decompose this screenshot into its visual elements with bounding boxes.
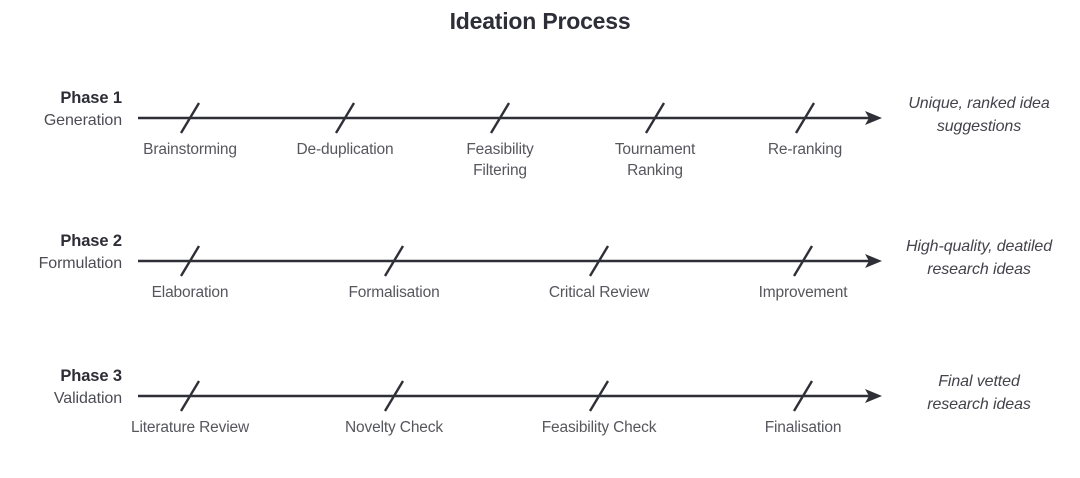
step-label: De-duplication <box>260 140 430 161</box>
step-label: Formalisation <box>309 283 479 304</box>
step-label-line1: Feasibility <box>466 141 534 158</box>
step-label: Literature Review <box>105 418 275 439</box>
step-label-line1: Brainstorming <box>143 141 237 158</box>
axis-tick-4 <box>792 245 814 277</box>
step-label-line1: Formalisation <box>348 284 440 301</box>
phase-label-1: Phase 1 Generation <box>0 88 122 131</box>
step-label: Re-ranking <box>720 140 890 161</box>
axis-tick-2 <box>383 245 405 277</box>
phase-output-text: Unique, ranked idea suggestions <box>880 93 1078 138</box>
phase-subtitle: Formulation <box>38 254 122 272</box>
axis-tick-3 <box>489 102 511 134</box>
step-label-line1: Elaboration <box>151 284 229 301</box>
axis-tick-1 <box>179 245 201 277</box>
phase-output-text: High-quality, deatiled research ideas <box>880 236 1078 281</box>
step-label-line1: Re-ranking <box>767 141 843 158</box>
step-label: Novelty Check <box>309 418 479 439</box>
step-label-line1: Novelty Check <box>345 419 443 436</box>
page-title: Ideation Process <box>449 8 631 34</box>
step-label: Feasibility Check <box>514 418 684 439</box>
axis-tick-4 <box>644 102 666 134</box>
axis-tick-3 <box>588 245 610 277</box>
phase-subtitle: Generation <box>43 111 122 129</box>
step-label-line1: De-duplication <box>296 141 394 158</box>
phase-output-text: Final vetted research ideas <box>880 371 1078 416</box>
step-label-line2: Filtering <box>473 161 527 179</box>
axis-tick-4 <box>792 380 814 412</box>
output-line1: Final vetted <box>938 373 1020 390</box>
output-line2: suggestions <box>936 117 1022 135</box>
axis-tick-5 <box>794 102 816 134</box>
axis-tick-1 <box>179 102 201 134</box>
step-label: Critical Review <box>514 283 684 304</box>
phase-subtitle: Validation <box>53 389 122 407</box>
step-label-line1: Literature Review <box>130 419 250 436</box>
phase-label-3: Phase 3 Validation <box>0 366 122 409</box>
axis-tick-3 <box>588 380 610 412</box>
phase-label-2: Phase 2 Formulation <box>0 231 122 274</box>
output-line2: research ideas <box>927 395 1031 413</box>
step-label: Finalisation <box>718 418 888 439</box>
axis-tick-2 <box>334 102 356 134</box>
output-line2: research ideas <box>927 260 1031 278</box>
step-label-line1: Critical Review <box>548 284 650 301</box>
phase-name: Phase 1 <box>60 89 122 107</box>
step-label-line1: Improvement <box>758 284 848 301</box>
output-line1: High-quality, deatiled <box>905 238 1053 255</box>
step-label-line1: Finalisation <box>764 419 842 436</box>
step-label: Elaboration <box>105 283 275 304</box>
phase-name: Phase 2 <box>60 232 122 250</box>
step-label: Brainstorming <box>105 140 275 161</box>
step-label: Improvement <box>718 283 888 304</box>
axis-tick-1 <box>179 380 201 412</box>
output-line1: Unique, ranked idea <box>908 95 1050 112</box>
step-label-line1: Feasibility Check <box>541 419 657 436</box>
step-label-line1: Tournament <box>614 141 696 158</box>
step-label-line2: Ranking <box>627 161 683 179</box>
phase-name: Phase 3 <box>60 367 122 385</box>
axis-tick-2 <box>383 380 405 412</box>
